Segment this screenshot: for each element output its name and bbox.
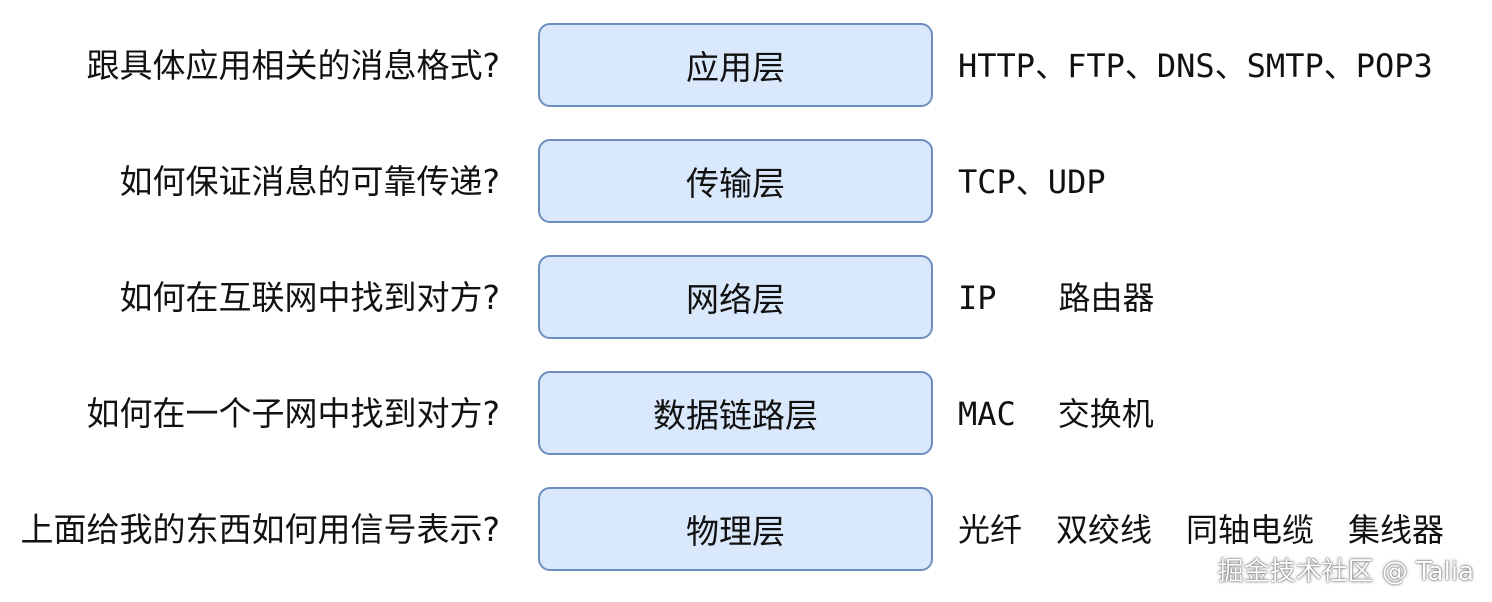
device-item: 交换机 (1057, 395, 1154, 433)
layer-box-data-link: 数据链路层 (538, 371, 933, 455)
layer-row-physical: 上面给我的东西如何用信号表示? 物理层 光纤双绞线同轴电缆集线器 (0, 487, 1492, 573)
layer-box-physical: 物理层 (538, 487, 933, 571)
layer-row-application: 跟具体应用相关的消息格式? 应用层 HTTP、FTP、DNS、SMTP、POP3 (0, 23, 1492, 109)
layer-box-transport: 传输层 (538, 139, 933, 223)
protocol-item: HTTP、FTP、DNS、SMTP、POP3 (958, 47, 1433, 85)
question-label: 如何在互联网中找到对方? (119, 278, 500, 317)
device-item: 集线器 (1348, 511, 1445, 549)
protocol-list: HTTP、FTP、DNS、SMTP、POP3 (958, 23, 1433, 109)
protocol-list: 光纤双绞线同轴电缆集线器 (958, 487, 1444, 573)
layer-row-network: 如何在互联网中找到对方? 网络层 IP 路由器 (0, 255, 1492, 341)
layer-row-data-link: 如何在一个子网中找到对方? 数据链路层 MAC 交换机 (0, 371, 1492, 457)
device-item: 光纤 (958, 511, 1023, 549)
device-item: 路由器 (1058, 279, 1155, 317)
layer-row-transport: 如何保证消息的可靠传递? 传输层 TCP、UDP (0, 139, 1492, 225)
question-label: 如何保证消息的可靠传递? (119, 162, 500, 201)
protocol-list: MAC 交换机 (958, 371, 1154, 457)
protocol-item: IP (958, 279, 997, 317)
question-label: 跟具体应用相关的消息格式? (86, 46, 500, 85)
device-item: 同轴电缆 (1186, 511, 1315, 549)
device-item: 双绞线 (1056, 511, 1153, 549)
protocol-list: TCP、UDP (958, 139, 1106, 225)
layer-box-network: 网络层 (538, 255, 933, 339)
protocol-item: MAC (958, 395, 1016, 433)
protocol-item: TCP、UDP (958, 163, 1106, 201)
question-label: 如何在一个子网中找到对方? (86, 394, 500, 433)
layer-box-application: 应用层 (538, 23, 933, 107)
protocol-list: IP 路由器 (958, 255, 1155, 341)
watermark: 掘金技术社区 @ Talia (1217, 557, 1474, 587)
question-label: 上面给我的东西如何用信号表示? (20, 510, 500, 549)
